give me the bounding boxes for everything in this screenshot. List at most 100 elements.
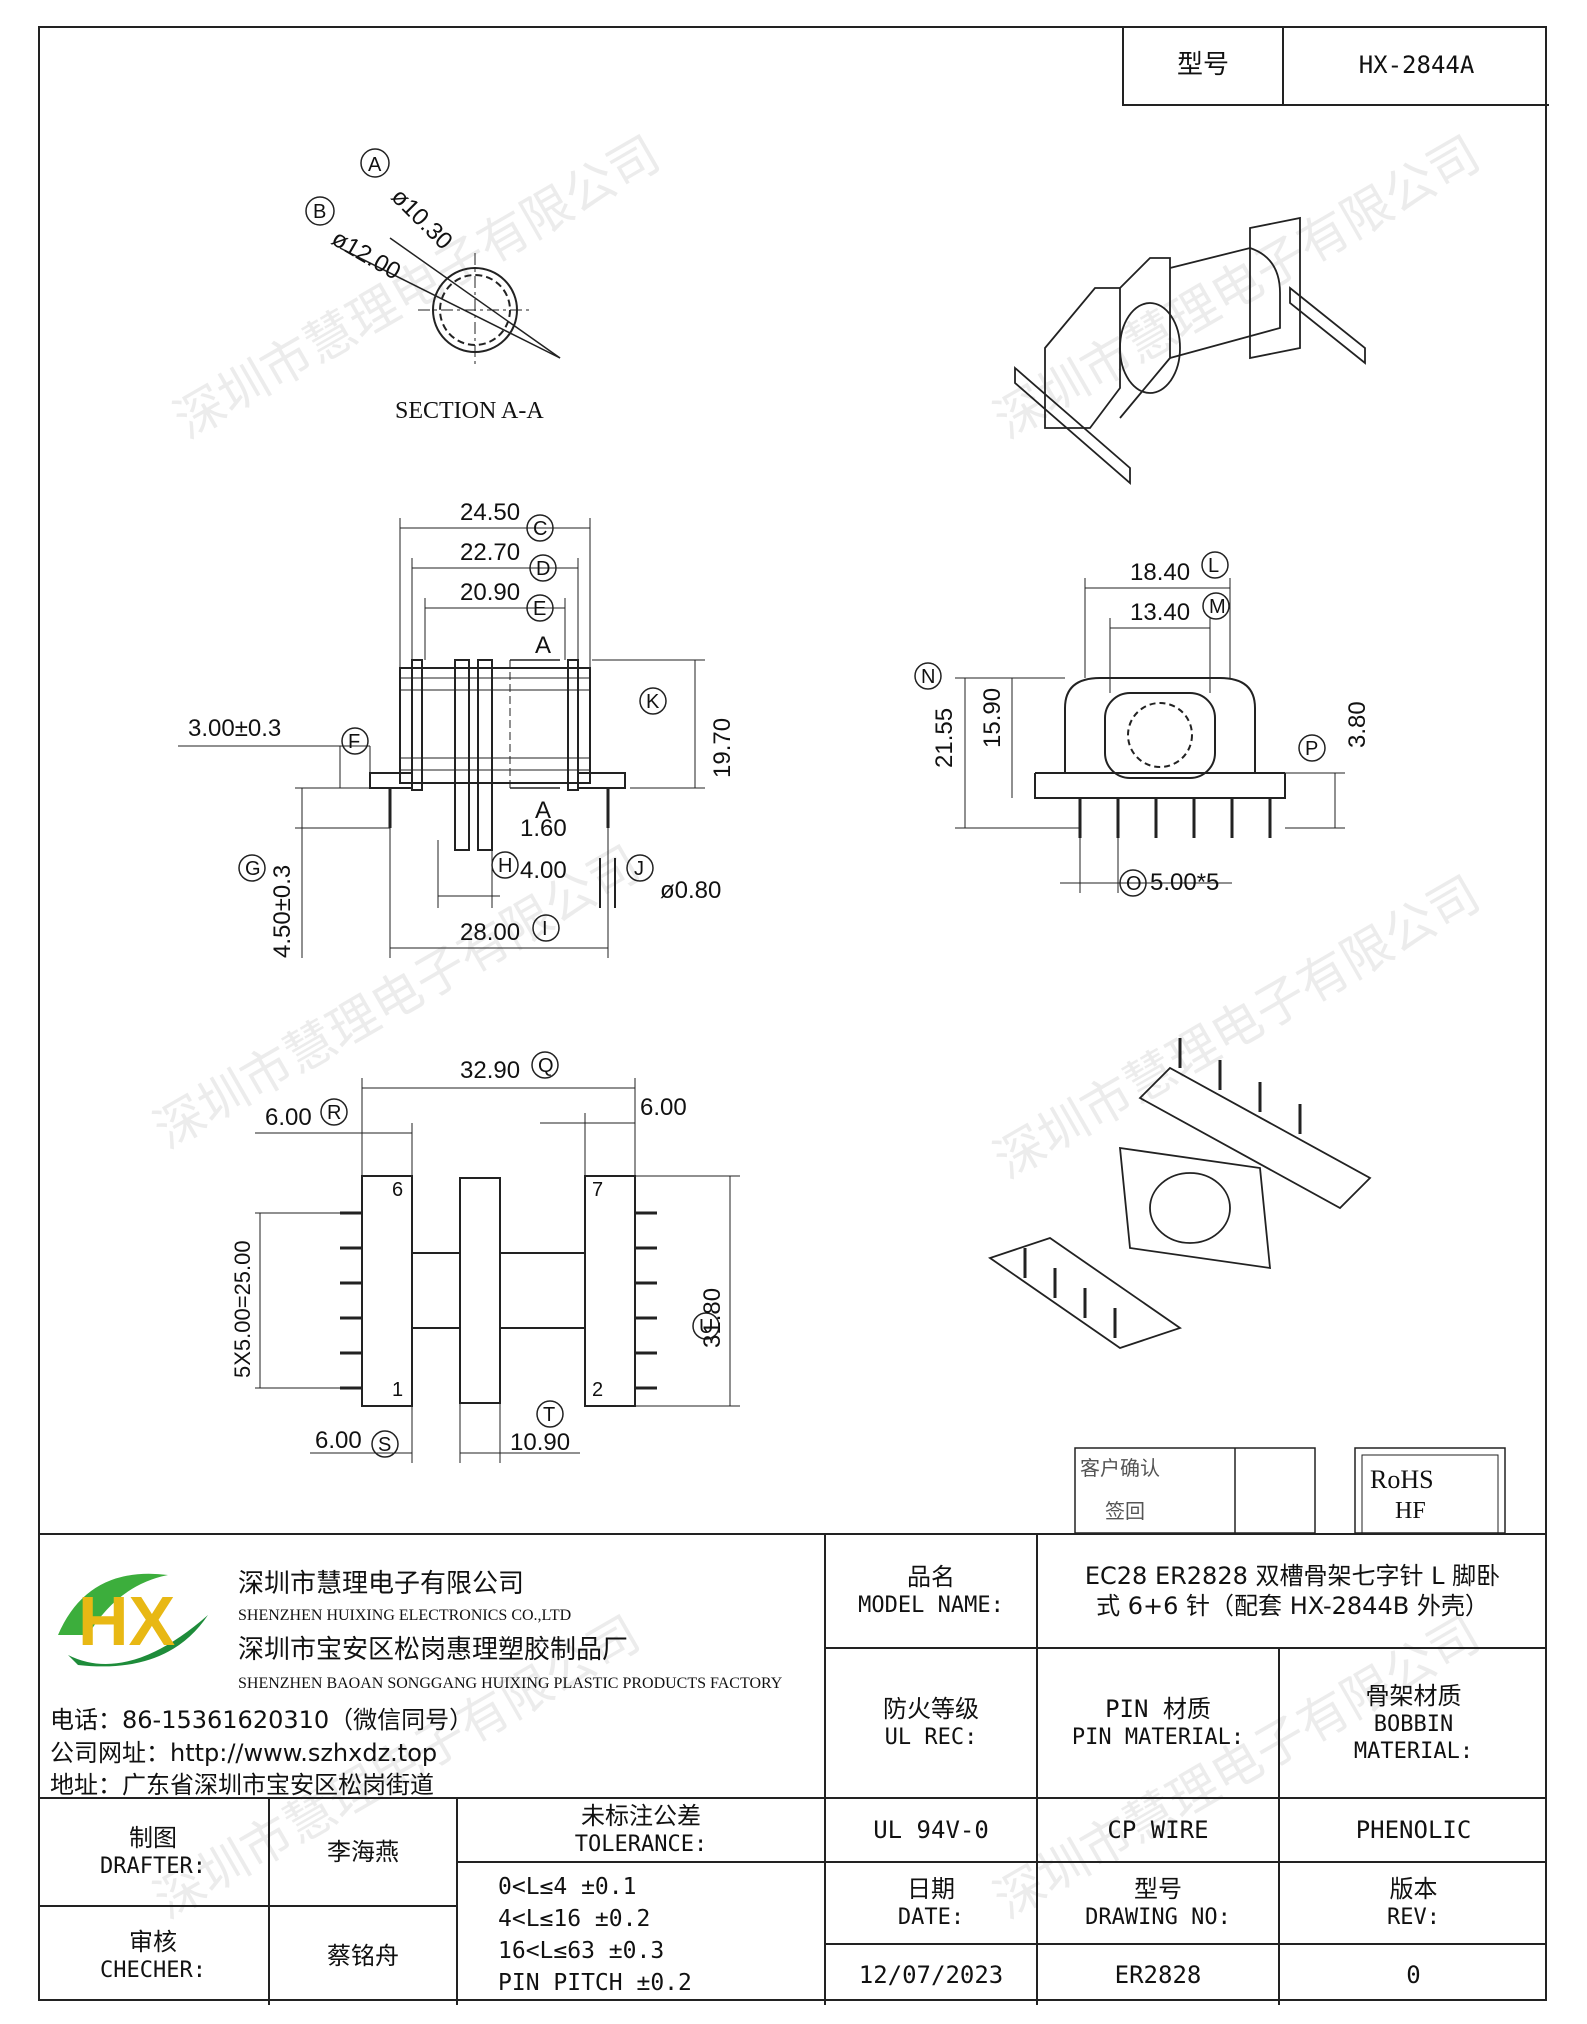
divider: [824, 1943, 1547, 1945]
divider: [268, 1797, 270, 2005]
rev-cn: 版本: [1389, 1875, 1438, 1904]
drawing-no-value: ER2828: [1114, 1961, 1202, 1989]
dim-value: 13.40: [1130, 599, 1190, 626]
pin-en: PIN MATERIAL:: [1071, 1725, 1245, 1751]
dim-letter: N: [921, 666, 935, 688]
divider: [1036, 1647, 1038, 2005]
checker-en: CHECHER:: [100, 1958, 206, 1984]
checker-cn: 审核: [129, 1928, 177, 1957]
dim-value: 4.00: [520, 857, 567, 884]
section-aa-view: [305, 148, 561, 368]
dim-value: 6.00: [315, 1427, 362, 1454]
tolerance-en: TOLERANCE:: [574, 1832, 708, 1858]
isometric-view-bottom: [988, 1038, 1372, 1349]
dim-letter: R: [327, 1102, 341, 1124]
side-view: [178, 514, 705, 958]
dim-letter: K: [646, 691, 660, 713]
model-name-line: 式 6+6 针（配套 HX-2844B 外壳）: [1096, 1592, 1489, 1620]
drafter-header: 制图 DRAFTER:: [38, 1799, 268, 1905]
dim-value: 24.50: [460, 499, 520, 526]
dim-letter: L: [1208, 555, 1219, 577]
divider: [1036, 1535, 1038, 1647]
model-box: 型号 HX-2844A: [1122, 26, 1549, 106]
dim-letter: B: [313, 201, 326, 223]
front-view: [914, 551, 1345, 897]
factory-name-en: SHENZHEN BAOAN SONGGANG HUIXING PLASTIC …: [238, 1675, 783, 1692]
drafter-en: DRAFTER:: [100, 1854, 206, 1880]
model-label: 型号: [1124, 26, 1284, 104]
divider: [1278, 1647, 1280, 2005]
dim-letter: P: [1305, 738, 1318, 760]
dim-value: 31.80: [699, 1288, 726, 1348]
rev-value: 0: [1406, 1961, 1421, 1989]
tolerance-list: 0<L≤4 ±0.1 4<L≤16 ±0.2 16<L≤63 ±0.3 PIN …: [498, 1871, 692, 1999]
dim-value: 32.90: [460, 1057, 520, 1084]
dim-value: 6.00: [640, 1094, 687, 1121]
model-name-line: EC28 ER2828 双槽骨架七字针 L 脚卧: [1084, 1562, 1501, 1590]
dim-value: 3.00±0.3: [188, 715, 281, 742]
dim-letter: I: [542, 918, 548, 940]
ul-en: UL REC:: [884, 1725, 978, 1751]
dim-value: 21.55: [931, 708, 958, 768]
dim-letter: T: [543, 1404, 555, 1426]
pin-number: 6: [392, 1179, 403, 1201]
model-value: HX-2844A: [1358, 51, 1475, 79]
divider: [456, 1861, 1547, 1863]
dim-letter: E: [533, 598, 546, 620]
model-name-header: 品名 MODEL NAME:: [826, 1535, 1036, 1647]
pin-number: 2: [592, 1379, 603, 1401]
dim-letter: J: [634, 858, 644, 880]
cut-marker: A: [535, 632, 551, 659]
company-name-en: SHENZHEN HUIXING ELECTRONICS CO.,LTD: [238, 1607, 572, 1624]
bobbin-en: MATERIAL:: [1353, 1739, 1474, 1764]
tolerance-line: 0<L≤4 ±0.1: [498, 1874, 637, 1900]
company-section: HX 深圳市慧理电子有限公司 SHENZHEN HUIXING ELECTRON…: [38, 1535, 824, 1799]
drafter-cn: 制图: [129, 1824, 177, 1853]
rev-en: REV:: [1387, 1905, 1440, 1931]
bobbin-value: PHENOLIC: [1355, 1816, 1472, 1844]
dim-value: 28.00: [460, 919, 520, 946]
divider: [38, 1797, 1547, 1799]
dim-value: 18.40: [1130, 559, 1190, 586]
tolerance-cn: 未标注公差: [581, 1802, 701, 1831]
dim-letter: O: [1126, 873, 1142, 895]
dim-letter: F: [348, 731, 360, 753]
divider: [824, 1647, 1547, 1649]
dim-letter: A: [368, 154, 382, 176]
model-name-value: EC28 ER2828 双槽骨架七字针 L 脚卧 式 6+6 针（配套 HX-2…: [1038, 1535, 1547, 1647]
company-address: 地址：广东省深圳市宝安区松岗街道: [50, 1771, 434, 1799]
date-value: 12/07/2023: [858, 1961, 1004, 1989]
ul-header: 防火等级 UL REC:: [826, 1649, 1036, 1797]
dim-value: 20.90: [460, 579, 520, 606]
dim-value: ø10.30: [386, 183, 458, 255]
rohs-mark: RoHS: [1370, 1465, 1434, 1494]
dim-value: 22.70: [460, 539, 520, 566]
pin-number: 7: [592, 1179, 603, 1201]
tolerance-line: PIN PITCH ±0.2: [498, 1970, 692, 1996]
drafter-name: 李海燕: [327, 1838, 399, 1866]
dim-value: 3.80: [1344, 701, 1371, 748]
dim-letter: U: [699, 1316, 713, 1338]
bobbin-en: BOBBIN: [1373, 1711, 1454, 1737]
title-block: HX 深圳市慧理电子有限公司 SHENZHEN HUIXING ELECTRON…: [38, 1533, 1547, 2005]
dim-value: 10.90: [510, 1429, 570, 1456]
section-label: SECTION A-A: [395, 398, 544, 424]
drawing-no-header: 型号 DRAWING NO:: [1038, 1863, 1278, 1943]
dim-value: ø12.00: [327, 225, 405, 286]
cut-marker: A: [535, 797, 551, 824]
pin-material-header: PIN 材质 PIN MATERIAL:: [1038, 1649, 1278, 1797]
dim-value: 19.70: [709, 718, 736, 778]
drawing-no-cn: 型号: [1134, 1875, 1182, 1904]
dim-letter: G: [245, 858, 261, 880]
dim-letter: Q: [538, 1055, 554, 1077]
dim-letter: M: [1209, 596, 1226, 618]
date-en: DATE:: [897, 1905, 965, 1931]
dim-value: 5X5.00=25.00: [230, 1240, 255, 1378]
dim-value: 6.00: [265, 1104, 312, 1131]
company-website: 公司网址：http://www.szhxdz.top: [50, 1739, 438, 1767]
bottom-view: [255, 1051, 740, 1463]
drawing-sheet: 深圳市慧理电子有限公司 深圳市慧理电子有限公司 深圳市慧理电子有限公司 深圳市慧…: [38, 26, 1549, 2005]
date-header: 日期 DATE:: [826, 1863, 1036, 1943]
rev-header: 版本 REV:: [1280, 1863, 1547, 1943]
isometric-view-top: [1014, 216, 1366, 485]
